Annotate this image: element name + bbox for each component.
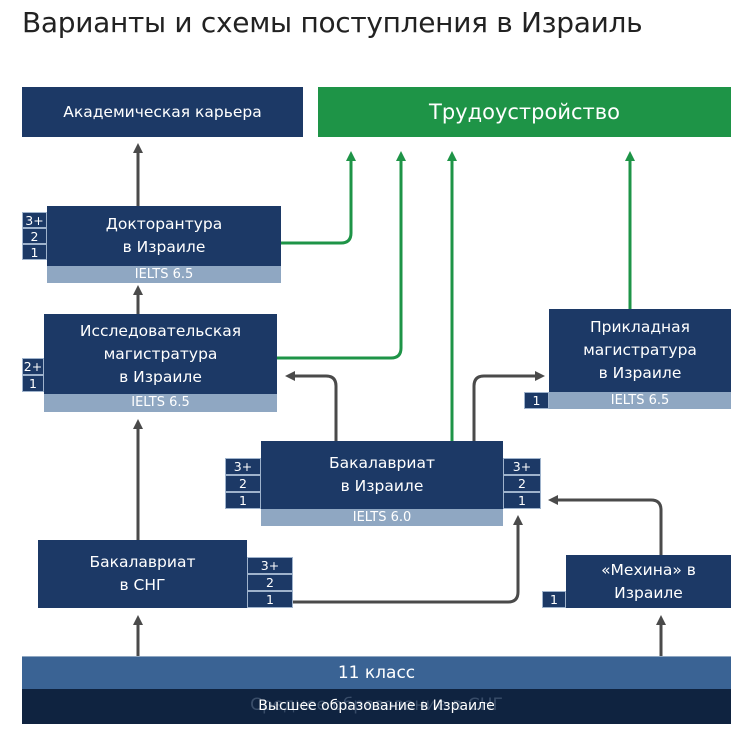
mechina-line1: «Мехина» в [601, 560, 696, 579]
secondary-education-label: Среднее образование в СНГ [250, 695, 503, 715]
doctorate-label-line2: в Израиле [122, 238, 206, 256]
research-master-year-1: 1 [22, 375, 44, 392]
arrow-bachelor-to-applied [472, 371, 545, 441]
bachelor-israel-right-year-2: 2 [503, 475, 541, 492]
grade-11-bar: 11 класс [22, 656, 731, 690]
bachelor-israel-line2: в Израиле [340, 477, 424, 495]
bachelor-cis-year-3plus: 3+ [247, 557, 293, 574]
arrow-bachelor-to-research [285, 371, 338, 441]
bachelor-israel-left-year-3plus: 3+ [225, 458, 261, 475]
employment-box: Трудоустройство [318, 87, 731, 137]
bachelor-israel-right-year-1: 1 [503, 492, 541, 509]
bachelor-israel-left-year-2: 2 [225, 475, 261, 492]
research-master-line2: магистратура [103, 344, 218, 363]
doctorate-year-3plus: 3+ [22, 212, 47, 228]
research-master-line1: Исследовательская [79, 321, 242, 340]
doctorate-year-1: 1 [22, 244, 47, 260]
doctorate-box: Докторантура в Израиле [47, 206, 281, 266]
bachelor-israel-line1: Бакалавриат [329, 454, 435, 472]
applied-master-box: Прикладная магистратура в Израиле [549, 309, 731, 392]
mechina-line2: Израиле [614, 583, 683, 602]
research-master-box: Исследовательская магистратура в Израиле [44, 314, 277, 394]
arrow-cis-to-bachelor [293, 515, 523, 604]
mechina-year-1: 1 [542, 591, 566, 608]
bachelor-israel-right-year-3plus: 3+ [503, 458, 541, 475]
applied-master-line1: Прикладная [589, 318, 690, 336]
research-master-line3: в Израиле [119, 367, 202, 386]
mechina-box: «Мехина» в Израиле [566, 555, 731, 608]
research-master-year-2plus: 2+ [22, 358, 44, 375]
doctorate-ielts: IELTS 6.5 [47, 266, 281, 283]
doctorate-label-line1: Докторантура [105, 215, 223, 233]
applied-master-line3: в Израиле [598, 364, 682, 382]
bachelor-israel-box: Бакалавриат в Израиле [261, 441, 503, 509]
academic-career-label: Академическая карьера [63, 102, 262, 121]
arrow-research-to-employment [277, 151, 406, 360]
bachelor-israel-ielts: IELTS 6.0 [261, 509, 503, 526]
image-caption: Высшее образование в Израиле [258, 698, 495, 714]
bachelor-cis-line2: в СНГ [119, 576, 166, 594]
secondary-education-bar: Среднее образование в СНГ Высшее образов… [22, 689, 731, 724]
page-title: Варианты и схемы поступления в Израиль [22, 6, 643, 39]
bachelor-cis-box: Бакалавриат в СНГ [38, 540, 247, 608]
arrow-doctorate-to-employment [281, 151, 356, 245]
academic-career-box: Академическая карьера [22, 87, 303, 137]
applied-master-year-1: 1 [524, 392, 549, 409]
bachelor-israel-left-year-1: 1 [225, 492, 261, 509]
employment-label: Трудоустройство [429, 99, 620, 124]
applied-master-ielts: IELTS 6.5 [549, 392, 731, 409]
arrow-mechina-to-bachelor [548, 495, 663, 555]
bachelor-cis-year-1: 1 [247, 591, 293, 608]
applied-master-line2: магистратура [583, 341, 697, 359]
bachelor-cis-line1: Бакалавриат [89, 553, 196, 571]
doctorate-year-2: 2 [22, 228, 47, 244]
bachelor-cis-year-2: 2 [247, 574, 293, 591]
research-master-ielts: IELTS 6.5 [44, 394, 277, 412]
